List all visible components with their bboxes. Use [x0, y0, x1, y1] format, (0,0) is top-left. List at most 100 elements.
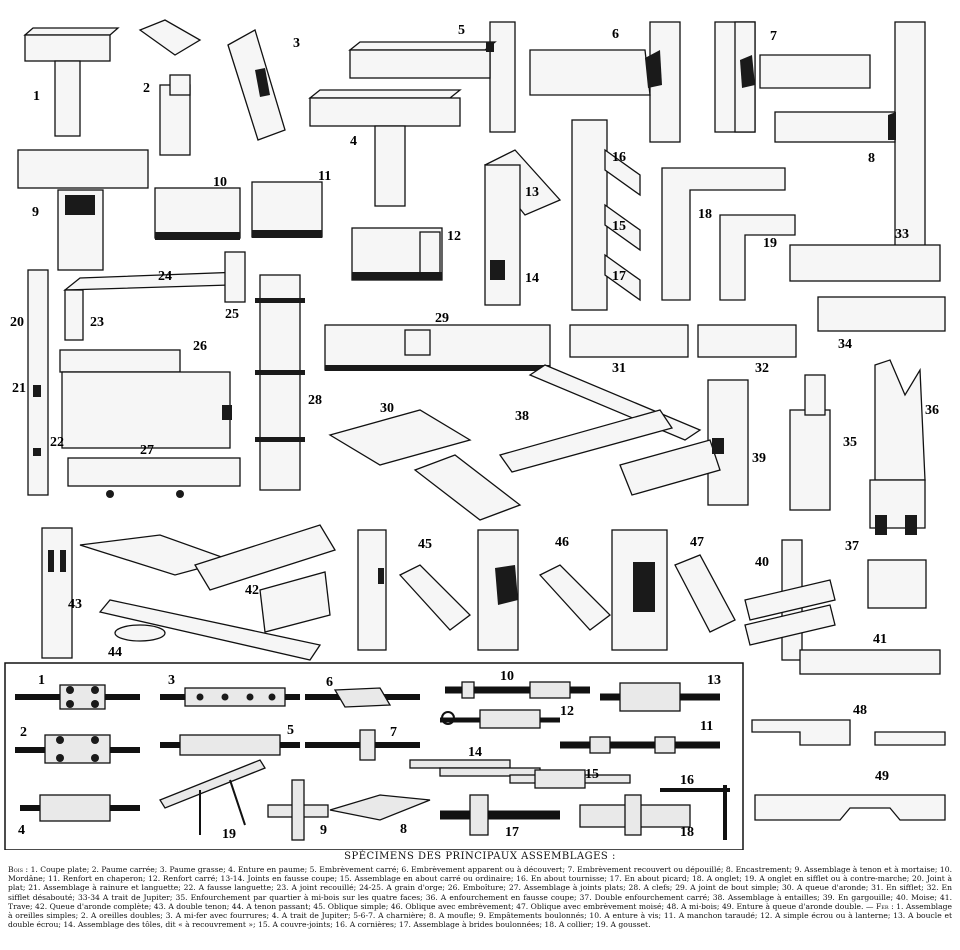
iron-num-11: 11	[700, 719, 713, 734]
iron-num-12: 12	[560, 704, 574, 719]
wood-fig-39	[619, 379, 749, 506]
wood-num-47: 47	[690, 535, 704, 550]
wood-fig-23-25	[63, 251, 246, 341]
wood-num-22: 22	[50, 435, 64, 450]
iron-num-9: 9	[320, 823, 327, 838]
wood-num-7: 7	[770, 29, 777, 44]
wood-num-10: 10	[213, 175, 227, 190]
wood-fig-36	[874, 359, 926, 481]
iron-num-4: 4	[18, 823, 25, 838]
wood-fig-1	[23, 27, 120, 137]
wood-num-39: 39	[752, 451, 766, 466]
iron-num-8: 8	[400, 822, 407, 837]
wood-num-28: 28	[308, 393, 322, 408]
iron-num-3: 3	[168, 673, 175, 688]
wood-num-20: 20	[10, 315, 24, 330]
iron-fig-9	[267, 779, 329, 841]
iron-num-7: 7	[390, 725, 397, 740]
wood-fig-43	[41, 527, 73, 659]
wood-fig-10	[154, 187, 241, 240]
wood-fig-12	[351, 227, 443, 281]
wood-num-30: 30	[380, 401, 394, 416]
iron-fig-2	[15, 734, 140, 764]
wood-num-14: 14	[525, 271, 539, 286]
wood-num-2: 2	[143, 81, 150, 96]
caption-title: SPÉCIMENS DES PRINCIPAUX ASSEMBLAGES :	[344, 851, 616, 862]
iron-fig-10	[445, 681, 590, 699]
iron-fig-1	[15, 684, 140, 710]
wood-num-11: 11	[318, 169, 331, 184]
wood-num-49: 49	[875, 769, 889, 784]
iron-num-17: 17	[505, 825, 519, 840]
wood-num-46: 46	[555, 535, 569, 550]
wood-fig-30	[328, 409, 522, 521]
wood-figure-numbers: 1 2 3 4 5 6 7 8 9 10 11 12 13 14 15 16 1…	[10, 23, 939, 784]
caption-fer-label: Fer	[875, 901, 889, 911]
wood-num-6: 6	[612, 27, 619, 42]
wood-num-48: 48	[853, 703, 867, 718]
wood-fig-48-49	[751, 719, 946, 821]
wood-num-5: 5	[458, 23, 465, 38]
wood-num-24: 24	[158, 269, 172, 284]
wood-num-42: 42	[245, 583, 259, 598]
iron-fig-18	[579, 794, 691, 836]
wood-num-4: 4	[350, 134, 357, 149]
wood-num-41: 41	[873, 632, 887, 647]
wood-fig-47	[611, 529, 736, 651]
wood-num-25: 25	[225, 307, 239, 322]
iron-num-13: 13	[707, 673, 721, 688]
wood-fig-40	[744, 539, 836, 661]
wood-fig-38	[498, 364, 702, 473]
wood-num-36: 36	[925, 403, 939, 418]
caption-bois-text: 1. Coupe plate; 2. Paume carrée; 3. Paum…	[8, 865, 952, 911]
wood-num-17: 17	[612, 269, 626, 284]
iron-fig-6	[305, 687, 420, 708]
iron-num-14: 14	[468, 745, 482, 760]
wood-fig-13-14	[483, 149, 562, 306]
wood-num-19: 19	[763, 236, 777, 251]
wood-fig-8	[774, 21, 926, 248]
caption-text: Bois : 1. Coupe plate; 2. Paume carrée; …	[8, 865, 952, 930]
wood-num-16: 16	[612, 150, 626, 165]
iron-num-18: 18	[680, 825, 694, 840]
iron-num-16: 16	[680, 773, 694, 788]
wood-num-13: 13	[525, 185, 539, 200]
iron-fig-11	[560, 736, 720, 754]
iron-fig-12	[440, 709, 560, 729]
wood-num-15: 15	[612, 219, 626, 234]
wood-num-3: 3	[293, 36, 300, 51]
iron-fig-13	[600, 682, 720, 712]
assemblages-plate: 1 2 3 4 5 6 7 8 9 10 11 12 13 14 15 16 1…	[4, 19, 946, 850]
wood-num-9: 9	[32, 205, 39, 220]
wood-num-44: 44	[108, 645, 122, 660]
iron-fig-15	[509, 769, 631, 789]
wood-fig-46	[477, 529, 611, 651]
wood-num-8: 8	[868, 151, 875, 166]
iron-figure-numbers: 1 2 3 4 5 6 7 8 9 10 11 12 13 14 15 16 1…	[18, 669, 721, 842]
wood-num-38: 38	[515, 409, 529, 424]
wood-num-32: 32	[755, 361, 769, 376]
wood-fig-33-34	[789, 244, 946, 332]
iron-fig-3	[160, 687, 300, 707]
caption-fer-text: 1. Assemblage à oreilles simples; 2. A o…	[8, 901, 952, 930]
wood-fig-42	[79, 524, 336, 633]
iron-fig-19	[159, 759, 266, 835]
wood-num-37: 37	[845, 539, 859, 554]
iron-num-5: 5	[287, 723, 294, 738]
wood-fig-4	[308, 89, 462, 207]
wood-fig-6	[529, 21, 681, 143]
iron-num-6: 6	[326, 675, 333, 690]
wood-num-27: 27	[140, 443, 154, 458]
wood-fig-15-17	[571, 119, 641, 311]
wood-num-31: 31	[612, 361, 626, 376]
wood-num-23: 23	[90, 315, 104, 330]
wood-fig-37	[867, 479, 927, 609]
wood-fig-35	[789, 374, 831, 511]
wood-fig-11	[251, 181, 323, 238]
iron-fig-16	[660, 785, 730, 840]
wood-fig-29	[324, 324, 551, 371]
wood-num-40: 40	[755, 555, 769, 570]
wood-fig-2	[138, 19, 202, 156]
wood-joints	[17, 19, 946, 675]
wood-num-33: 33	[895, 227, 909, 242]
